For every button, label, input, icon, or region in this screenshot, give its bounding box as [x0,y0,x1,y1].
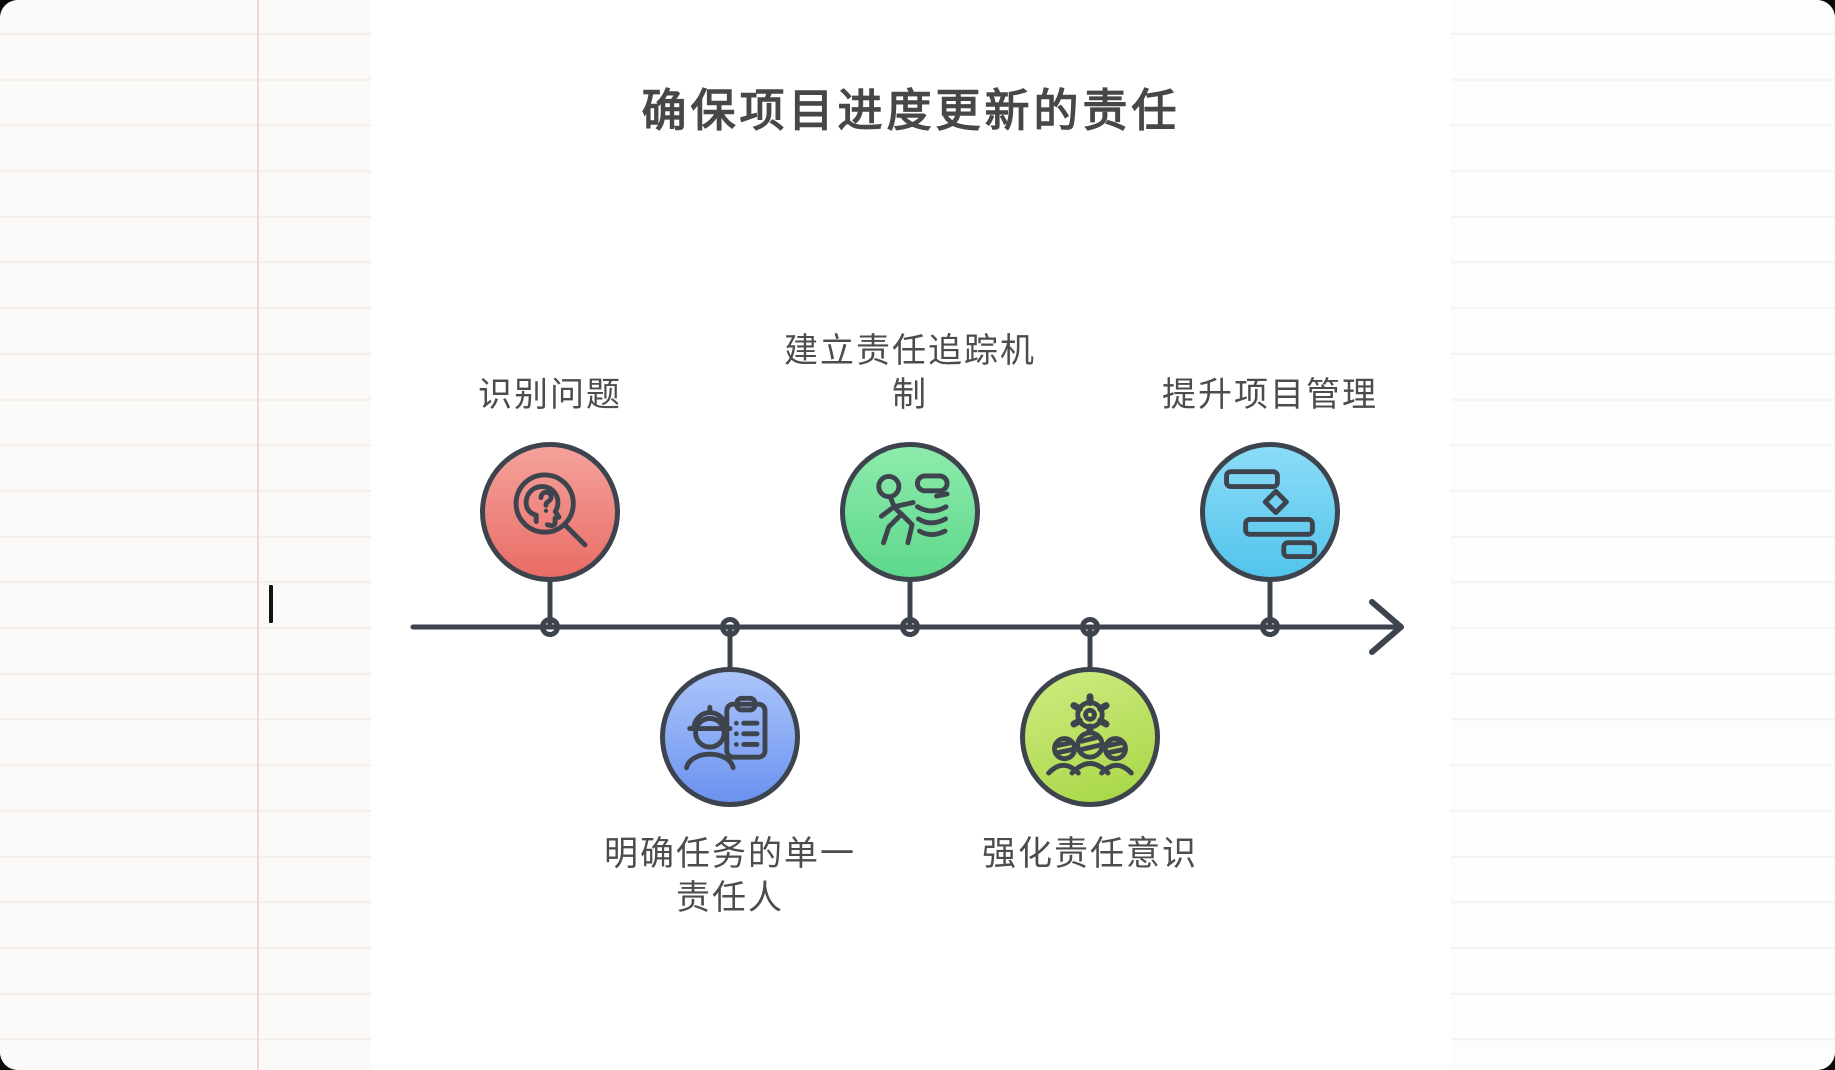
text-caret [269,585,273,623]
node-circle-single-owner[interactable] [660,667,800,807]
gantt-bars-icon [1224,469,1317,559]
node-circle-tracking-mechanism[interactable] [840,442,980,582]
node-circle-project-management[interactable] [1200,442,1340,582]
node-label-responsibility-awareness: 强化责任意识 [982,835,1198,873]
node-circle-identify-problem[interactable] [480,442,620,582]
node-label-single-owner: 明确任务的单一责任人 [604,835,856,917]
node-label-tracking-mechanism: 建立责任追踪机制 [784,332,1036,414]
worker-checklist-icon [684,695,768,771]
gear-team-icon [1046,693,1134,776]
diagram-title: 确保项目进度更新的责任 [641,85,1181,136]
document-background-right [1451,0,1835,1070]
node-label-project-management: 提升项目管理 [1162,376,1378,414]
magnifier-head-question-icon [513,472,588,548]
node-label-identify-problem: 识别问题 [478,376,622,414]
document-text-area[interactable] [0,0,371,1070]
notebook-margin-line [257,0,259,1070]
node-circle-responsibility-awareness[interactable] [1020,667,1160,807]
running-person-signal-icon [876,473,950,546]
